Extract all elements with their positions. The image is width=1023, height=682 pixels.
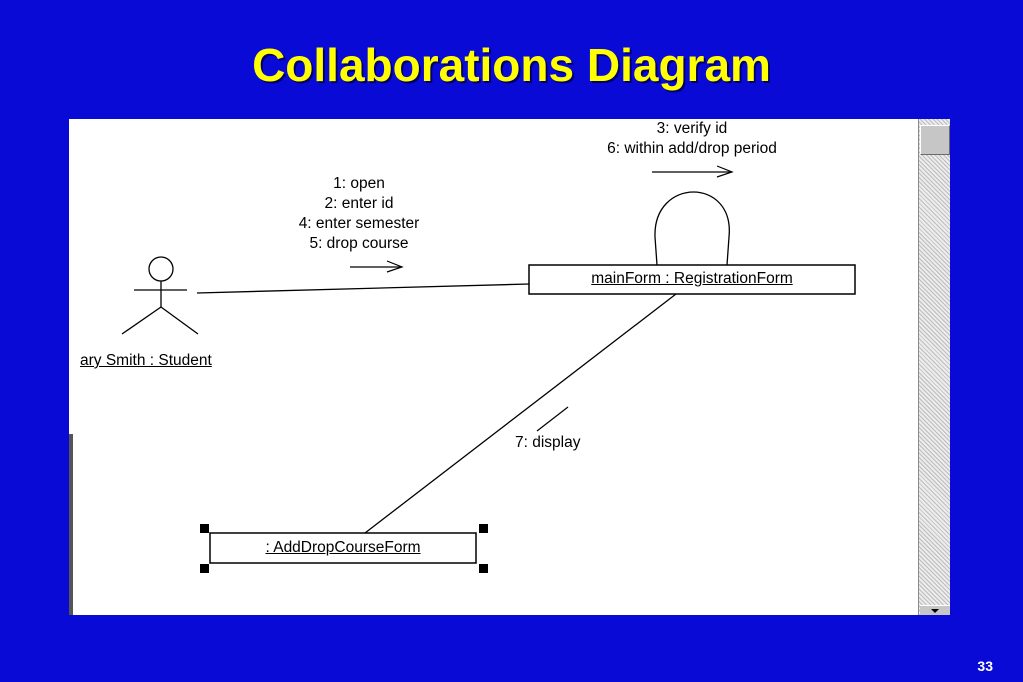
message-display: 7: display [515,434,581,451]
link-actor-mainform [196,283,530,294]
message-open: 1: open [333,175,385,192]
diagram-lines [121,165,856,573]
selection-handles [200,524,488,573]
scroll-down-arrow-icon[interactable] [920,605,950,615]
adddrop-object-label[interactable]: : AddDropCourseForm [265,539,421,556]
mainform-object-box [528,264,856,295]
message-list-self: 3: verify id 6: within add/drop period [559,119,825,159]
actor-label: ary Smith : Student [80,352,212,369]
message-verify-id: 3: verify id [656,120,728,137]
adddrop-object-box [209,532,477,564]
message-within-period: 6: within add/drop period [607,140,777,157]
message-enter-semester: 4: enter semester [298,215,420,232]
self-link-loop [654,191,730,266]
page-number: 33 [977,658,993,674]
message-drop-course: 5: drop course [309,235,409,252]
message-enter-id: 2: enter id [324,195,394,212]
diagram-canvas: ary Smith : Student 1: open 2: enter id … [69,119,950,615]
message-arrow-1-5 [350,260,404,273]
link-mainform-adddrop [364,293,677,534]
message-list-to-mainform: 1: open 2: enter id 4: enter semester 5:… [269,174,449,254]
message-arrow-3-6 [652,165,734,178]
mainform-object-label[interactable]: mainForm : RegistrationForm [591,270,793,287]
actor-stick-figure [121,256,199,335]
scrollbar-thumb[interactable] [920,125,950,155]
message-arrow-7 [536,406,569,432]
canvas-left-border [69,434,73,615]
vertical-scrollbar[interactable] [918,119,950,615]
slide-title: Collaborations Diagram [252,39,771,91]
